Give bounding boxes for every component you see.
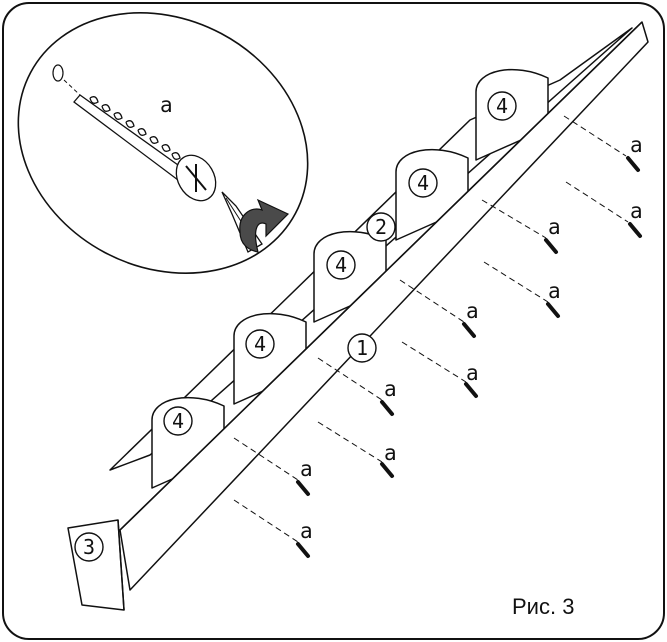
zoom-screw-label: a <box>160 93 173 117</box>
svg-text:a: a <box>466 299 479 323</box>
svg-text:a: a <box>630 133 643 157</box>
svg-text:1: 1 <box>356 336 368 360</box>
svg-text:a: a <box>384 441 397 465</box>
bracket-label-2: 4 <box>408 168 438 198</box>
svg-text:4: 4 <box>417 171 429 195</box>
svg-text:a: a <box>466 361 479 385</box>
svg-text:a: a <box>548 279 561 303</box>
screw-hole <box>52 64 64 82</box>
bracket-label-3: 4 <box>326 250 356 280</box>
svg-text:a: a <box>300 519 313 543</box>
svg-text:3: 3 <box>83 535 95 559</box>
bracket-labels: 4 4 4 4 4 <box>163 91 517 436</box>
bracket-label-1: 4 <box>487 91 517 121</box>
svg-text:a: a <box>300 457 313 481</box>
end-cap-label: 3 <box>74 532 104 562</box>
svg-text:2: 2 <box>375 215 387 239</box>
bracket-label-4: 4 <box>245 329 275 359</box>
screw-group <box>233 115 642 558</box>
detail-zoom: a <box>17 12 309 274</box>
screw-axis <box>63 79 81 96</box>
svg-text:4: 4 <box>496 94 508 118</box>
rail-label: 2 <box>366 212 396 242</box>
svg-text:4: 4 <box>254 332 266 356</box>
svg-text:a: a <box>384 377 397 401</box>
svg-text:4: 4 <box>335 253 347 277</box>
screw-labels: a a a a a a a a a a <box>300 133 643 543</box>
panel-label: 1 <box>347 333 377 363</box>
end-cap <box>67 519 125 611</box>
bracket-label-5: 4 <box>163 406 193 436</box>
rotation-arrow-icon <box>239 198 290 253</box>
svg-text:a: a <box>548 215 561 239</box>
figure-caption: Рис. 3 <box>512 594 574 619</box>
zoom-screw <box>73 94 217 202</box>
svg-text:4: 4 <box>172 409 184 433</box>
detail-ellipse <box>17 12 309 274</box>
svg-text:a: a <box>630 199 643 223</box>
